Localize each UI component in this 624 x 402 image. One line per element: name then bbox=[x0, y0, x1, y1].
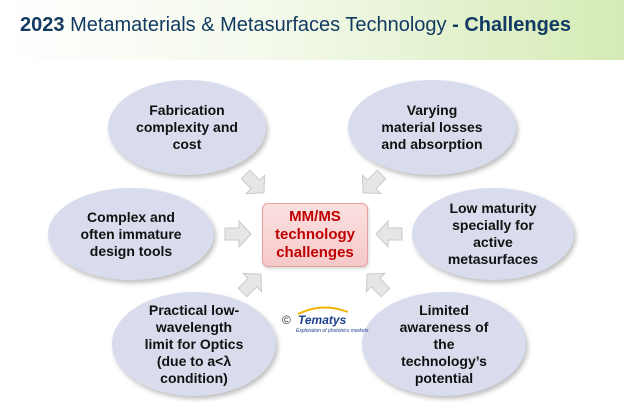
title-separator: - bbox=[452, 14, 459, 36]
title-main: Metamaterials & Metasurfaces Technology bbox=[70, 14, 447, 36]
page-title: 2023 Metamaterials & Metasurfaces Techno… bbox=[20, 14, 571, 37]
header-banner: 2023 Metamaterials & Metasurfaces Techno… bbox=[0, 0, 624, 60]
logo-copyright: © bbox=[282, 313, 291, 327]
logo-name: Tematys bbox=[298, 313, 347, 327]
arrow-from-top-left bbox=[240, 169, 266, 195]
arrow-from-left bbox=[224, 219, 252, 249]
arrow-from-right bbox=[375, 219, 403, 249]
title-year: 2023 bbox=[20, 14, 65, 36]
arrow-from-bottom-right bbox=[365, 272, 391, 298]
tematys-logo: © Tematys Exploration of photonics marke… bbox=[282, 305, 369, 339]
logo-swoosh-icon bbox=[297, 306, 349, 315]
arrow-from-bottom-left bbox=[237, 272, 263, 298]
arrow-from-top-right bbox=[361, 169, 387, 195]
title-emphasis: Challenges bbox=[464, 14, 572, 36]
logo-tagline: Exploration of photonics markets bbox=[296, 328, 369, 334]
